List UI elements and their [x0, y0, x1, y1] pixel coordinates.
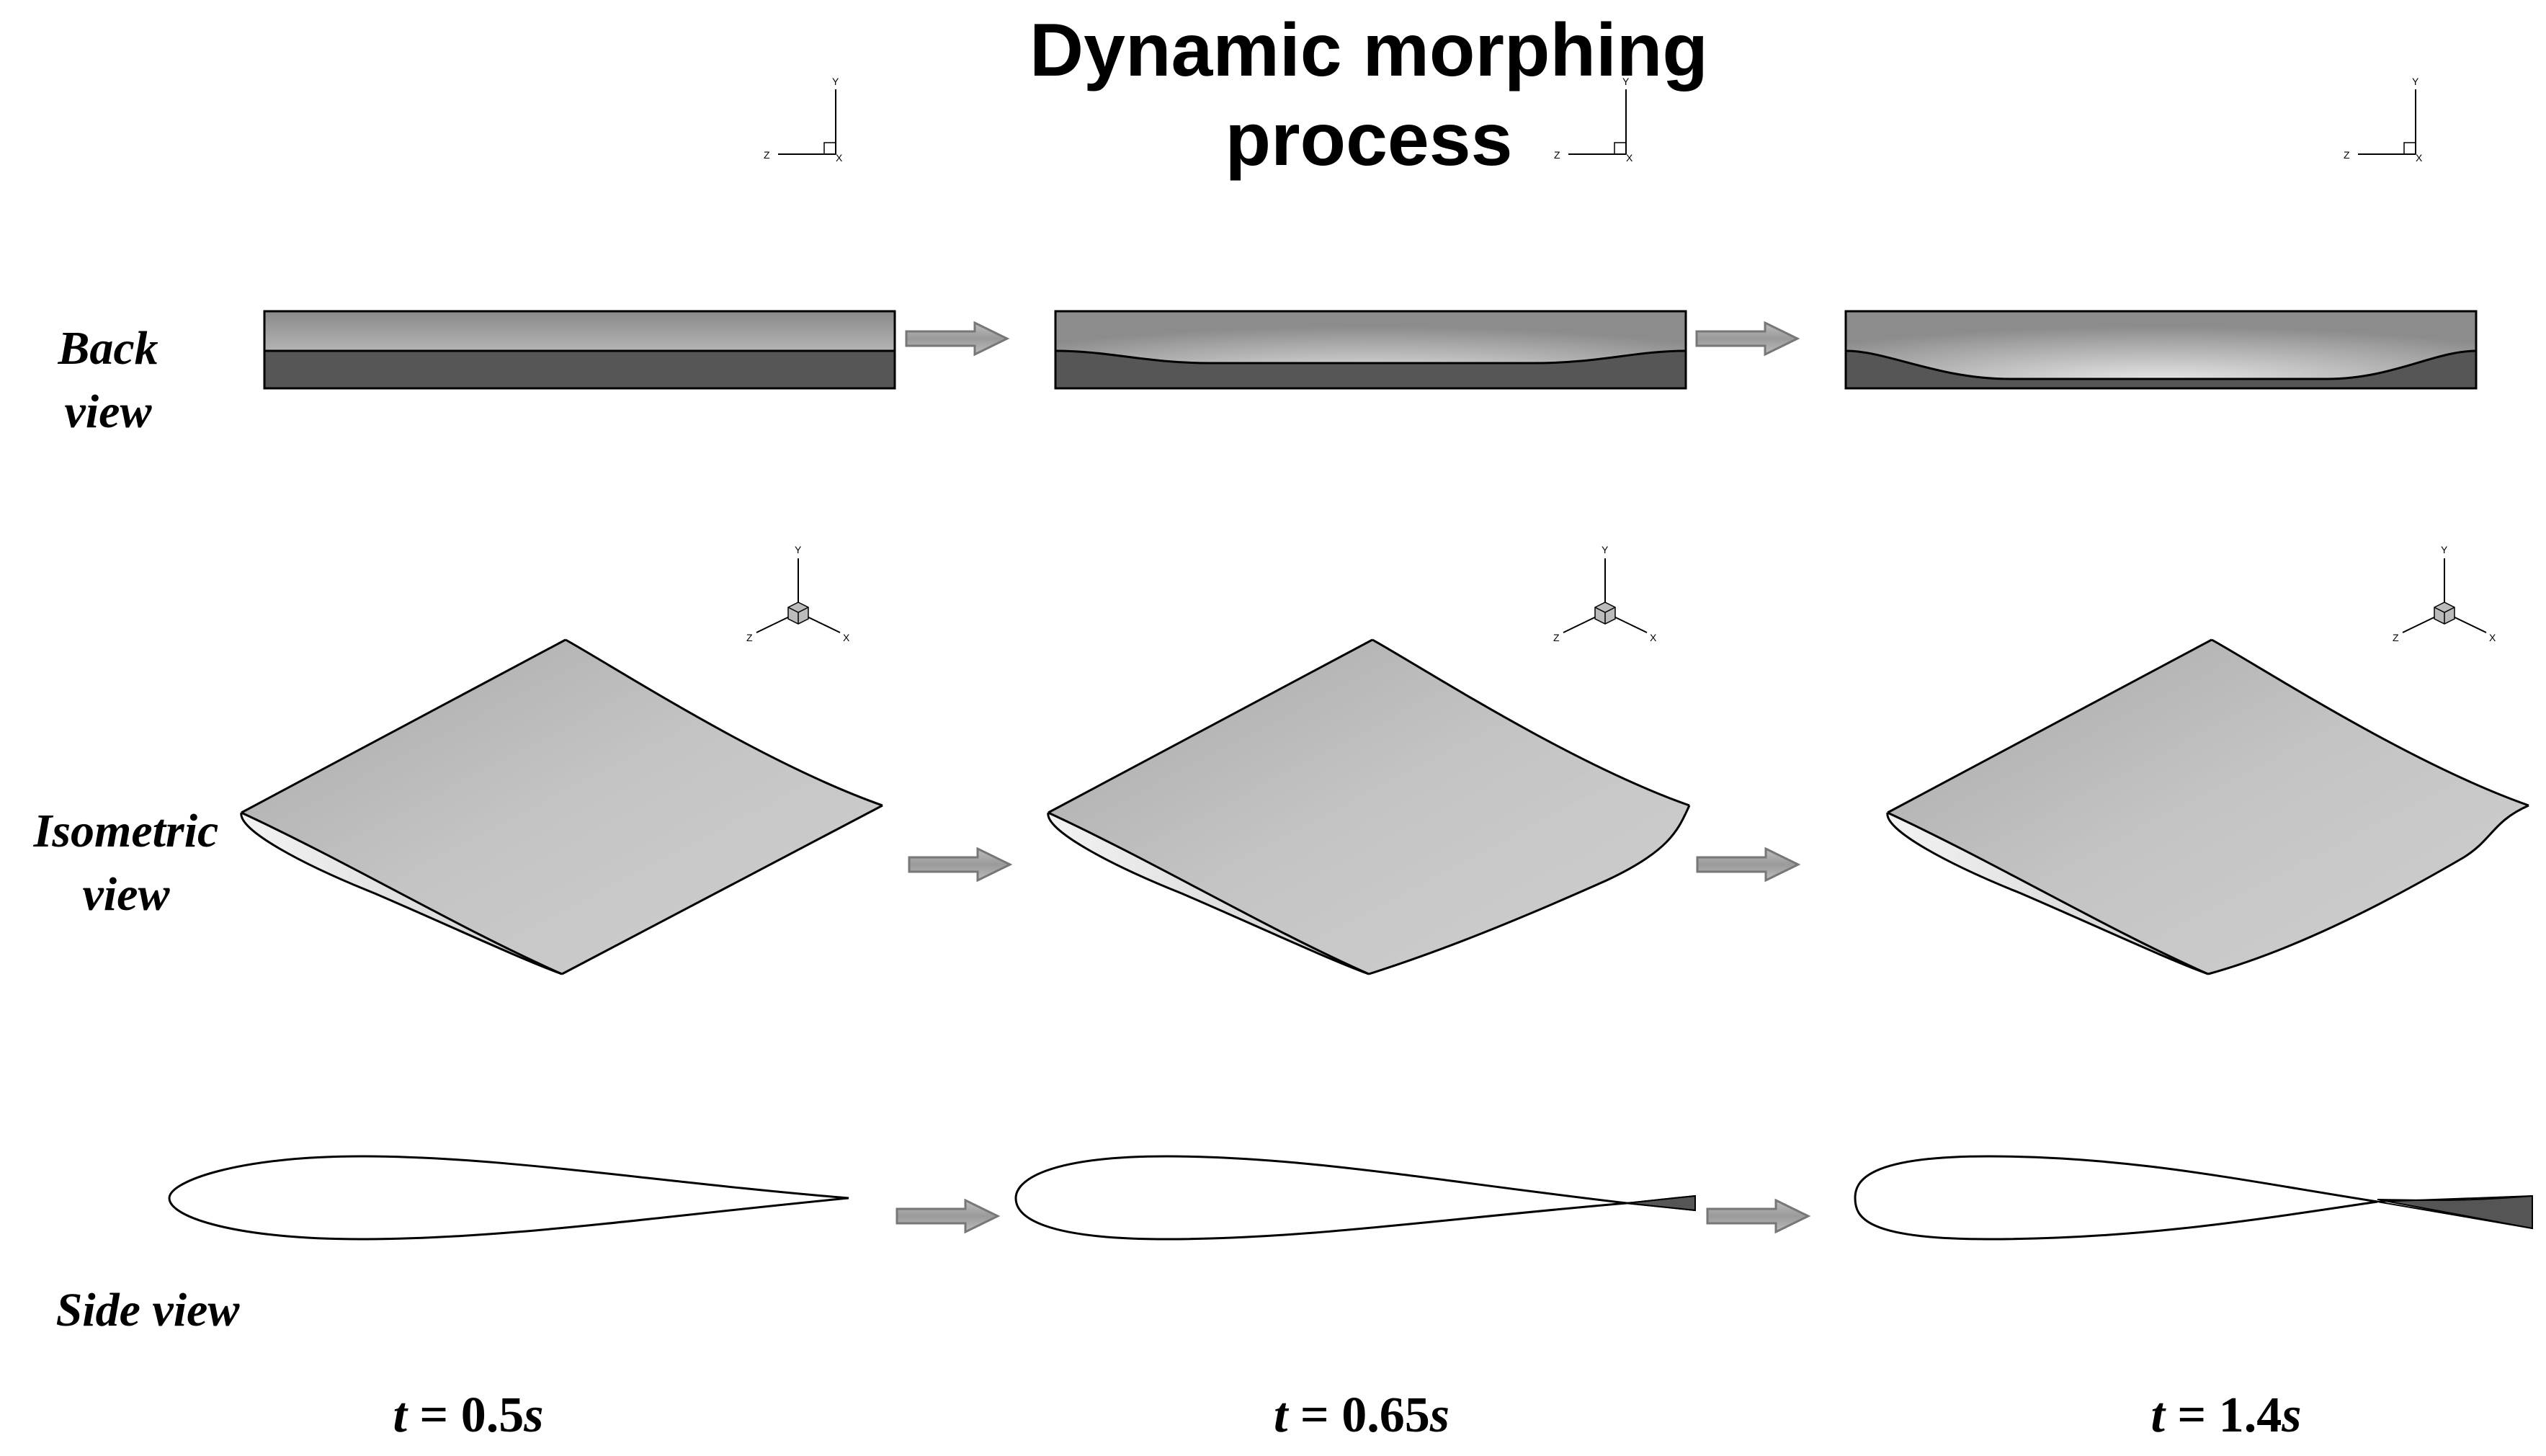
arrow-side-2 — [1706, 1199, 1810, 1233]
iso-axis-triad-3: Y Z X — [2393, 544, 2496, 643]
svg-text:Z: Z — [1554, 149, 1560, 161]
title-line-2: process — [1225, 98, 1513, 182]
back-view-label: Back view — [58, 322, 158, 438]
axis-triad-2d: Y Z X Y Z X Y Z X — [764, 76, 2423, 164]
back-view-3 — [1844, 310, 2478, 390]
svg-text:Z: Z — [2344, 149, 2350, 161]
time-label-2: t = 0.65s — [1273, 1388, 1450, 1443]
svg-text:X: X — [836, 152, 843, 164]
svg-text:X: X — [1650, 632, 1657, 643]
side-airfoil-3 — [1854, 1155, 2533, 1241]
arrow-iso-2 — [1696, 847, 1800, 882]
svg-text:Y: Y — [2412, 76, 2419, 87]
isometric-wing-3 — [1886, 638, 2529, 975]
arrow-back-2 — [1695, 321, 1799, 356]
back-view-2 — [1054, 310, 1687, 390]
axis-triad-2d-3: Y Z X — [2344, 76, 2423, 164]
axis-triad-2d-1: Y Z X — [764, 76, 843, 164]
svg-text:X: X — [2489, 632, 2496, 643]
isometric-view-label: Isometric view — [33, 805, 219, 921]
arrow-side-1 — [895, 1199, 999, 1233]
svg-text:Z: Z — [746, 632, 753, 643]
isometric-wing-2 — [1047, 638, 1691, 975]
svg-text:Y: Y — [1622, 76, 1630, 87]
svg-text:Z: Z — [764, 149, 770, 161]
time-label-1: t = 0.5s — [393, 1388, 544, 1443]
back-view-1 — [263, 310, 896, 390]
side-airfoil-2 — [1014, 1155, 1696, 1241]
svg-text:Z: Z — [2393, 632, 2399, 643]
axis-triad-2d-2: Y Z X — [1554, 76, 1633, 164]
arrow-back-1 — [905, 321, 1009, 356]
svg-text:Y: Y — [795, 544, 802, 555]
iso-axis-triad-1: Y Z X — [746, 544, 850, 643]
title-line-1: Dynamic morphing — [1029, 9, 1708, 92]
svg-text:Z: Z — [1553, 632, 1560, 643]
side-airfoil-1 — [168, 1155, 849, 1241]
svg-text:Y: Y — [1602, 544, 1609, 555]
arrow-iso-1 — [908, 847, 1011, 882]
iso-axis-triad-2: Y Z X — [1553, 544, 1657, 643]
svg-text:Y: Y — [2441, 544, 2448, 555]
isometric-wing-1 — [240, 638, 883, 975]
side-view-label: Side view — [55, 1284, 240, 1336]
svg-text:X: X — [2416, 152, 2423, 164]
svg-text:X: X — [843, 632, 850, 643]
time-label-3: t = 1.4s — [2150, 1388, 2302, 1443]
svg-text:Y: Y — [832, 76, 839, 87]
figure-title: Dynamic morphing process — [901, 6, 1837, 184]
svg-text:X: X — [1626, 152, 1633, 164]
